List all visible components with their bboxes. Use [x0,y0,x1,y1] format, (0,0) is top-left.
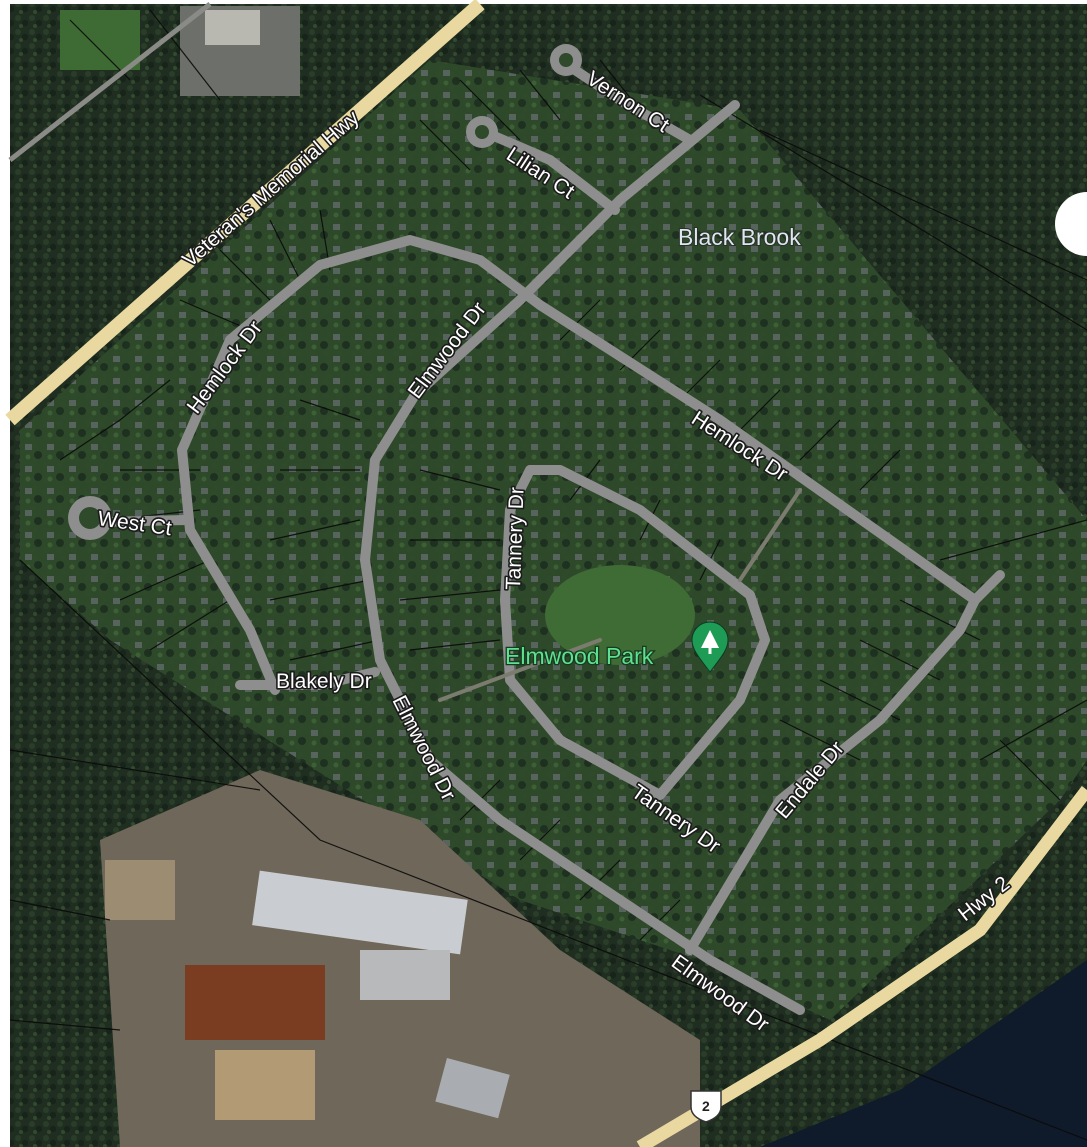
hwy-2-shield-icon: 2 [690,1090,722,1123]
park-tree-pin-icon[interactable] [691,621,729,673]
lumber-stacks [215,1050,315,1120]
field [60,10,140,70]
elmwood-park-green [545,565,695,665]
lilian-ct-culdesac-center [475,125,489,139]
hwy-2[interactable] [636,786,1087,1147]
roads [95,55,1005,1015]
veterans-memorial-hwy[interactable] [5,0,485,426]
left-margin [0,0,10,1147]
log-pile [185,965,325,1040]
vernon-ct-culdesac-center [559,53,573,67]
lumber-stacks-2 [105,860,175,920]
hwy-ramp [8,2,212,162]
label-elmwood-park[interactable]: Elmwood Park [504,642,655,671]
label-tannery-dr-west: Tannery Dr [502,487,529,590]
river [760,960,1087,1147]
top-margin [0,0,1087,4]
label-blakely-dr: Blakely Dr [276,670,372,693]
map-control-button[interactable] [1055,192,1087,256]
label-black-brook: Black Brook [678,224,801,250]
west-ct-culdesac-center [79,507,101,529]
mill-building [252,870,468,955]
commercial-building [205,10,260,45]
mill-building-2 [360,950,450,1000]
residential-area [20,60,1087,1020]
warehouse [435,1058,510,1119]
hwy-2-shield-number: 2 [702,1098,710,1114]
